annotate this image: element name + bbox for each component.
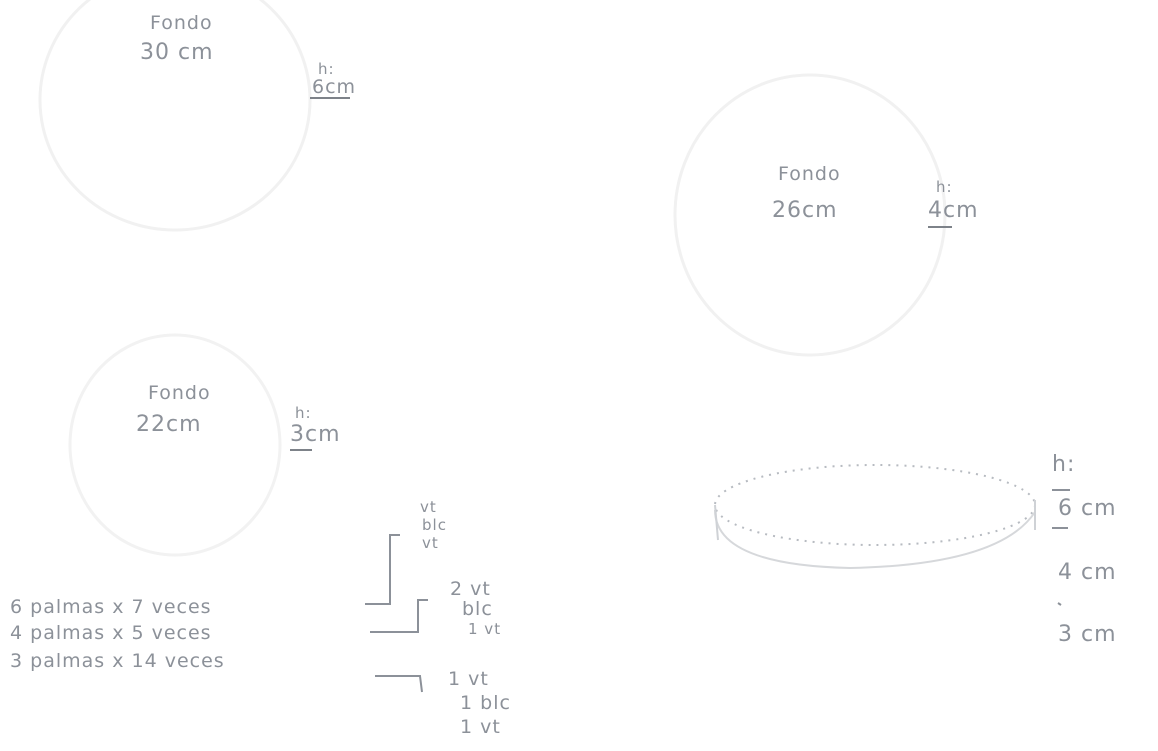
pan-1-diameter: 30 cm	[140, 40, 214, 65]
pan-circle-30	[38, 0, 312, 232]
bracket-1	[365, 534, 400, 605]
pan-3-label: Fondo	[148, 382, 211, 404]
group-1-item-3: vt	[422, 534, 439, 552]
pan-3-height: 3cm	[290, 422, 341, 447]
pan-2-h-label: h:	[936, 178, 953, 196]
group-3-item-1: 1 vt	[448, 668, 489, 690]
side-height-2: 4 cm	[1058, 560, 1117, 585]
bracket-3	[375, 675, 423, 693]
pan-2-height: 4cm	[928, 198, 979, 223]
side-height-1: 6 cm	[1058, 496, 1117, 521]
bracket-2	[370, 599, 428, 633]
side-h-label: h:	[1052, 452, 1076, 477]
pan-1-h-label: h:	[318, 60, 335, 78]
palmas-line-1: 6 palmas x 7 veces	[10, 596, 212, 618]
pan-1-label: Fondo	[150, 12, 213, 34]
group-1-item-1: vt	[420, 498, 437, 516]
palmas-line-2: 4 palmas x 5 veces	[10, 622, 212, 644]
group-1-item-2: blc	[422, 516, 447, 534]
group-2-item-2: blc	[462, 598, 493, 620]
tray-sketch	[714, 464, 1036, 570]
pan-3-h-label: h:	[295, 404, 312, 422]
group-2-item-1: 2 vt	[450, 578, 491, 600]
pan-2-diameter: 26cm	[772, 198, 838, 223]
pan-3-diameter: 22cm	[136, 412, 202, 437]
palmas-line-3: 3 palmas x 14 veces	[10, 650, 225, 672]
pan-circle-22	[68, 333, 282, 557]
group-2-item-3: 1 vt	[468, 620, 502, 638]
group-3-item-3: 1 vt	[460, 716, 501, 738]
pan-2-label: Fondo	[778, 163, 841, 185]
side-height-3: 3 cm	[1058, 622, 1117, 647]
pan-1-height: 6cm	[312, 76, 357, 98]
group-3-item-2: 1 blc	[460, 692, 511, 714]
pan-circle-26	[673, 73, 947, 357]
